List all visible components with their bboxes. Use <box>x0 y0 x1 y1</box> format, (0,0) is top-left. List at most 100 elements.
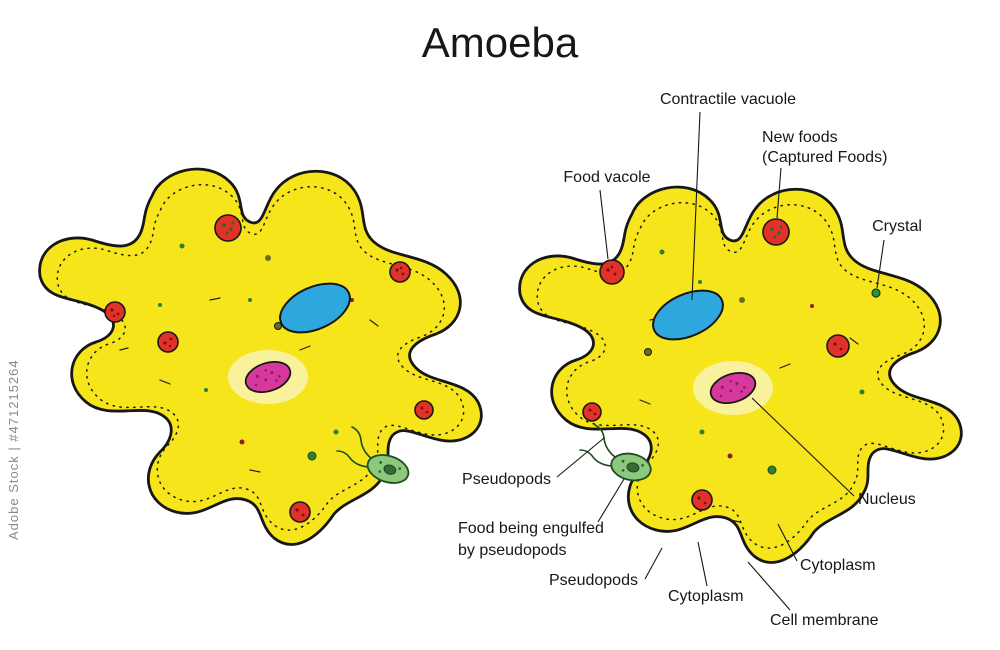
speck <box>295 508 299 512</box>
flagellum <box>579 449 613 467</box>
speck <box>425 410 429 414</box>
granule <box>179 243 185 249</box>
granule <box>239 439 245 445</box>
granule <box>739 297 745 303</box>
granule <box>859 389 865 395</box>
leader-nucleus <box>751 397 855 497</box>
label-new-foods-line1: New foods <box>762 129 838 146</box>
crystal <box>871 288 881 298</box>
speck <box>398 467 401 470</box>
speck <box>613 272 617 276</box>
speck <box>697 496 701 500</box>
right-food-vacuole <box>599 259 625 285</box>
speck <box>168 344 172 348</box>
speck <box>163 341 167 345</box>
leader-cell-membrane <box>747 561 791 611</box>
labels: Contractile vacuole Food vacole New food… <box>458 91 922 629</box>
speck <box>773 235 777 239</box>
food-vacuole <box>289 501 311 523</box>
nucleus-speck <box>720 385 724 389</box>
speck <box>593 412 597 416</box>
streak <box>209 297 221 301</box>
speck <box>378 470 382 473</box>
granule <box>727 453 733 459</box>
nucleus-speck <box>264 369 268 372</box>
speck <box>401 272 405 276</box>
streak <box>639 399 651 405</box>
food-vacuole <box>762 218 790 246</box>
speck <box>777 231 781 235</box>
food-vacuole <box>599 259 625 285</box>
speck <box>833 342 837 346</box>
nucleus-speck <box>254 383 258 387</box>
left-food-vacuole <box>389 261 411 283</box>
nucleus-speck <box>729 389 733 393</box>
granule <box>659 249 665 255</box>
granule <box>204 388 208 392</box>
leader-crystal <box>876 239 885 289</box>
leader-cytoplasm-right <box>777 523 798 562</box>
right-prey-cell <box>610 452 652 482</box>
left-food-vacuole <box>414 400 434 420</box>
speck <box>110 308 114 312</box>
leader-food-engulfed <box>597 478 625 523</box>
granule <box>699 429 705 435</box>
nucleus-speck <box>740 390 743 393</box>
label-nucleus: Nucleus <box>858 491 916 508</box>
prey-nucleus <box>383 464 397 475</box>
left-amoeba <box>38 167 483 546</box>
speck <box>839 347 843 351</box>
speck <box>169 337 173 341</box>
speck <box>379 461 383 464</box>
label-contractile-vacuole: Contractile vacuole <box>660 91 796 108</box>
streak <box>849 337 859 345</box>
nucleus-speck <box>742 386 746 389</box>
speck <box>703 501 707 505</box>
speck <box>606 268 610 272</box>
granule <box>644 348 652 356</box>
leader-pseudopods-left <box>556 437 605 478</box>
speck <box>621 469 625 472</box>
speck <box>301 513 305 517</box>
right-nucleus <box>693 361 773 415</box>
granule <box>333 429 339 435</box>
leader-food-vacole <box>599 189 609 260</box>
left-food-vacuole <box>289 501 311 523</box>
streak <box>119 347 129 351</box>
speck <box>395 268 399 272</box>
speck <box>399 266 403 270</box>
streak <box>729 519 741 523</box>
left-captured-food-vacuole <box>214 214 242 242</box>
stock-watermark: Adobe Stock | #471215264 <box>6 359 21 540</box>
food-vacuole <box>214 214 242 242</box>
food-vacuole <box>582 402 602 422</box>
label-food-vacole: Food vacole <box>563 169 650 186</box>
speck <box>641 464 644 467</box>
streak <box>159 379 171 385</box>
right-contractile-vacuole <box>652 289 724 341</box>
label-food-engulfed-line1: Food being engulfed <box>458 520 604 537</box>
food-vacuole <box>414 400 434 420</box>
speck <box>779 225 783 229</box>
food-vacuole <box>691 489 713 511</box>
right-amoeba <box>518 185 963 564</box>
label-food-engulfed-line2: by pseudopods <box>458 542 567 559</box>
flagellum <box>351 426 373 460</box>
speck <box>420 406 424 410</box>
streak <box>779 363 791 369</box>
leader-new-foods <box>776 167 782 219</box>
label-crystal: Crystal <box>872 218 922 235</box>
left-nucleus <box>228 350 308 404</box>
label-pseudopods-left: Pseudopods <box>462 471 551 488</box>
flagellum <box>336 450 370 468</box>
left-prey-cell <box>366 454 410 484</box>
nucleus-speck <box>270 371 274 375</box>
left-contractile-vacuole <box>279 282 351 334</box>
granule <box>248 298 252 302</box>
granule <box>698 280 702 284</box>
granule <box>350 298 354 302</box>
label-new-foods-line2: (Captured Foods) <box>762 149 887 166</box>
right-food-vacuole <box>826 334 850 358</box>
nucleus-speck <box>277 375 281 378</box>
